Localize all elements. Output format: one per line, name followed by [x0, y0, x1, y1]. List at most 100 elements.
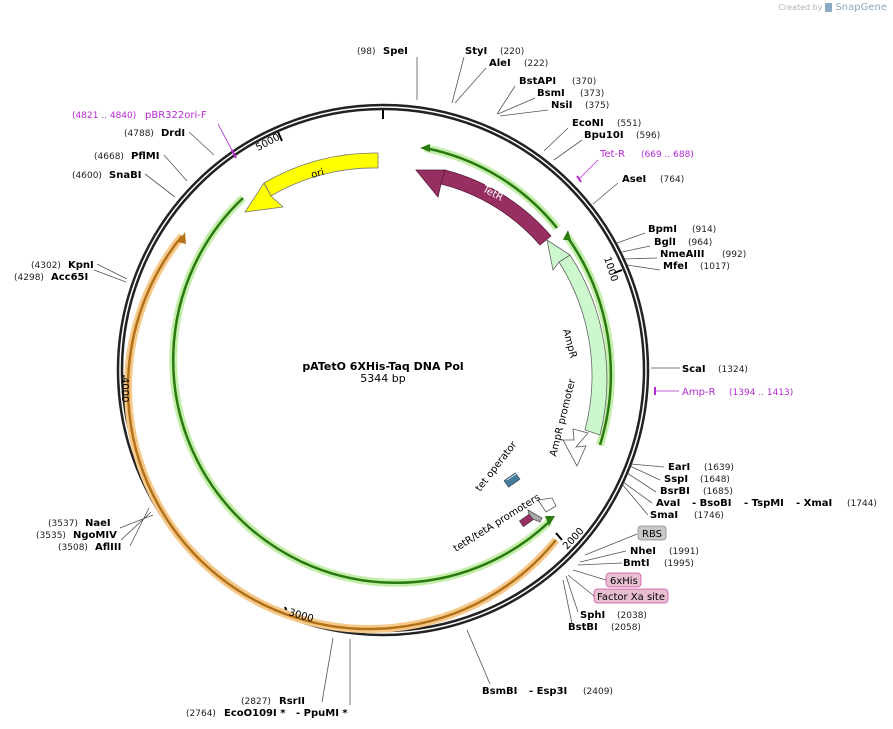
site-pos: (2058)	[611, 623, 641, 633]
site-pos: (3508)	[58, 543, 88, 553]
site-name: - PpuMI *	[296, 708, 348, 719]
site-name: NaeI	[85, 518, 111, 529]
green-arc3	[424, 146, 558, 229]
ori-arrowhead	[244, 182, 284, 213]
green-arc2	[564, 234, 613, 446]
site-name: SspI	[664, 474, 688, 485]
site-name: BstAPI	[519, 76, 556, 87]
credit-brand: SnapGene	[835, 2, 887, 13]
ampr-arrowhead	[546, 239, 571, 271]
site-pos: (370)	[572, 77, 596, 87]
site-name: DrdI	[161, 128, 185, 139]
site-name: EarI	[668, 462, 690, 473]
plasmid-size: 5344 bp	[360, 372, 405, 385]
ori-label: ori	[310, 167, 325, 181]
site-pos: (373)	[580, 89, 604, 99]
site-name: AflIII	[95, 542, 121, 553]
primer-name: Tet-R	[599, 149, 625, 160]
site-pos: (1995)	[664, 559, 694, 569]
site-pos: (1017)	[700, 262, 730, 272]
site-name: EcoO109I *	[224, 708, 286, 719]
site-pos: (1639)	[704, 463, 734, 473]
site-pos: (4788)	[124, 129, 154, 139]
site-pos: (98)	[357, 47, 375, 57]
orange-arc	[126, 235, 557, 631]
site-name: BsmI	[537, 88, 565, 99]
site-pos: (551)	[617, 119, 641, 129]
orange-arc-highlight	[124, 233, 560, 633]
leader-lines	[93, 56, 680, 705]
site-pos: (2409)	[583, 687, 613, 697]
primer-name: Amp-R	[682, 387, 716, 398]
site-name: SphI	[580, 610, 605, 621]
tetr-arrowhead	[415, 169, 446, 198]
site-pos: (1648)	[700, 475, 730, 485]
6xhis-label: 6xHis	[610, 576, 638, 587]
site-pos: (1685)	[703, 487, 733, 497]
primer-pos: (4821 .. 4840)	[72, 111, 136, 121]
site-pos: (3537)	[48, 519, 78, 529]
backbone-outer	[116, 103, 650, 637]
site-pos: (764)	[660, 175, 684, 185]
site-name: SmaI	[650, 510, 678, 521]
tet-operator-label: tet operator	[474, 439, 520, 494]
site-name: NgoMIV	[73, 530, 117, 541]
site-pos: (375)	[585, 101, 609, 111]
factor-xa-label: Factor Xa site	[597, 592, 665, 603]
site-name: - Esp3I	[529, 686, 567, 697]
site-name: PflMI	[131, 151, 159, 162]
tetr-promoters-block	[519, 497, 557, 528]
primer-pos: (669 .. 688)	[641, 150, 694, 160]
site-name: RsrII	[279, 696, 305, 707]
site-name: BglI	[654, 237, 676, 248]
factor-xa-box: Factor Xa site	[593, 588, 669, 604]
site-name: Acc65I	[51, 272, 88, 283]
tick-1000: 1000	[601, 256, 619, 284]
ampr-label: AmpR	[560, 328, 578, 360]
site-name: BpmI	[648, 224, 677, 235]
site-name: - XmaI	[796, 498, 832, 509]
site-pos: (1744)	[847, 499, 877, 509]
site-pos: (596)	[636, 131, 660, 141]
tet-operator-block	[503, 471, 521, 488]
ring-ticks	[121, 110, 623, 616]
site-name: EcoNI	[572, 118, 604, 129]
site-name: ScaI	[682, 364, 706, 375]
site-name: - TspMI	[744, 498, 784, 509]
site-pos: (2827)	[241, 697, 271, 707]
site-name: MfeI	[663, 261, 688, 272]
site-pos: (914)	[692, 225, 716, 235]
site-name: BsmBI	[482, 686, 517, 697]
primer-leaders	[217, 123, 679, 392]
site-name: AleI	[489, 58, 511, 69]
site-pos: (964)	[688, 238, 712, 248]
green-arc	[171, 197, 550, 585]
site-name: NheI	[630, 546, 656, 557]
site-name: Bpu10I	[584, 130, 624, 141]
primer-name: pBR322ori-F	[145, 110, 207, 121]
site-name: NmeAIII	[660, 249, 704, 260]
site-name: SnaBI	[109, 170, 141, 181]
rbs-box: RBS	[637, 525, 667, 541]
green-arc-arrowhead	[545, 516, 555, 526]
site-name: BstBI	[568, 622, 598, 633]
site-name: - BsoBI	[692, 498, 731, 509]
site-name: StyI	[465, 46, 487, 57]
site-name: BmtI	[623, 558, 650, 569]
site-pos: (4298)	[14, 273, 44, 283]
site-pos: (1991)	[669, 547, 699, 557]
site-pos: (4600)	[72, 171, 102, 181]
tick-4000: 4000	[119, 377, 130, 402]
credit-prefix: Created by	[778, 3, 823, 12]
orange-arc-arrowhead	[178, 232, 186, 244]
site-pos: (3535)	[36, 531, 66, 541]
6xhis-box: 6xHis	[605, 572, 642, 588]
site-pos: (2764)	[186, 709, 216, 719]
snapgene-credit: Created by SnapGene	[778, 2, 887, 13]
site-pos: (4668)	[94, 152, 124, 162]
plasmid-name: pATetO 6XHis-Taq DNA Pol	[302, 360, 463, 373]
site-pos: (992)	[722, 250, 746, 260]
green-arc3-arrowhead	[420, 144, 430, 152]
ampr-promoter-arrow	[562, 428, 589, 467]
